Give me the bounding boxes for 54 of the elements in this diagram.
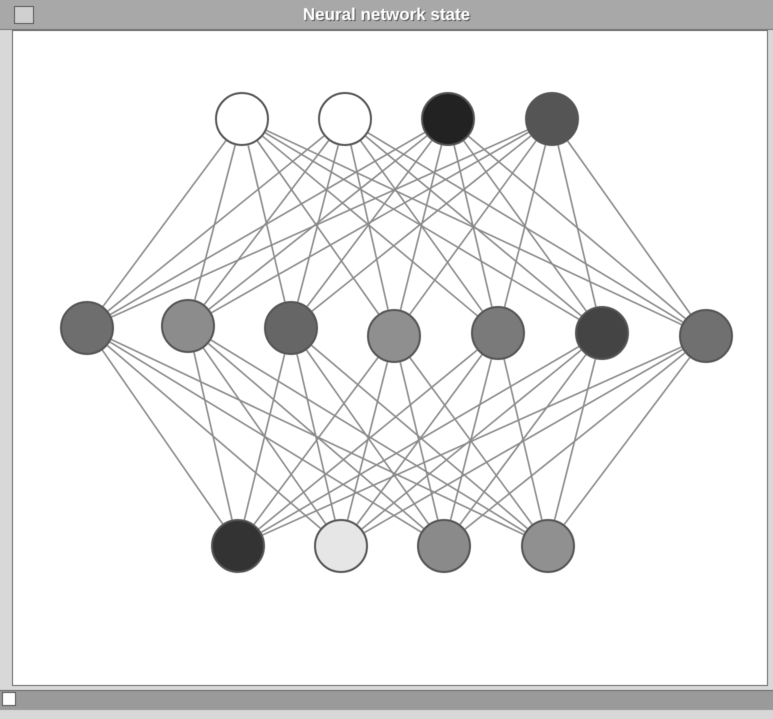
connection-line — [356, 354, 483, 525]
connection-line — [400, 145, 442, 310]
connection-line — [102, 350, 224, 524]
connection-line — [450, 358, 492, 520]
connection-line — [312, 135, 532, 312]
connection-line — [102, 140, 227, 307]
connection-line — [468, 136, 686, 320]
connection-line — [193, 352, 233, 520]
connection-line — [260, 346, 580, 534]
connection-line — [459, 354, 587, 525]
connection-line — [368, 132, 684, 323]
connection-line — [296, 354, 336, 520]
window-title: Neural network state — [302, 4, 470, 26]
connection-line — [365, 136, 582, 316]
connection-line — [409, 357, 533, 525]
connection-line — [361, 349, 582, 530]
connection-line — [208, 135, 428, 310]
connection-line — [202, 348, 326, 524]
connection-line — [256, 140, 380, 314]
connection-line — [399, 362, 439, 520]
connection-line — [244, 354, 286, 520]
connection-line — [208, 343, 424, 529]
connection-line — [306, 140, 432, 307]
connection-line — [106, 344, 322, 530]
connection-line — [258, 350, 478, 530]
connection-line — [311, 344, 528, 530]
connection-line — [503, 359, 543, 520]
connection-line — [557, 145, 597, 307]
connection-line — [266, 130, 682, 326]
connection-line — [453, 145, 493, 307]
connection-line — [111, 338, 524, 536]
connection-line — [409, 140, 537, 315]
connection-line — [247, 145, 286, 302]
connection-line — [296, 144, 340, 302]
connection-line — [194, 144, 236, 300]
connection-line — [107, 135, 325, 312]
connection-line — [504, 144, 546, 308]
connection-line — [346, 362, 388, 520]
connection-line — [360, 140, 483, 312]
connection-line — [306, 350, 430, 524]
connection-line — [364, 348, 683, 534]
connection-line — [554, 358, 596, 520]
connection-line — [262, 136, 478, 316]
connection-line — [564, 357, 690, 525]
connection-line — [464, 352, 686, 530]
connection-line — [204, 140, 330, 305]
connection-line — [211, 132, 529, 314]
connection-line — [566, 140, 692, 314]
connection-line — [210, 339, 526, 533]
connection-line — [350, 145, 389, 310]
connection-line — [463, 140, 587, 312]
connection-line — [110, 132, 426, 316]
connection-line — [264, 132, 580, 320]
connection-line — [253, 357, 379, 525]
